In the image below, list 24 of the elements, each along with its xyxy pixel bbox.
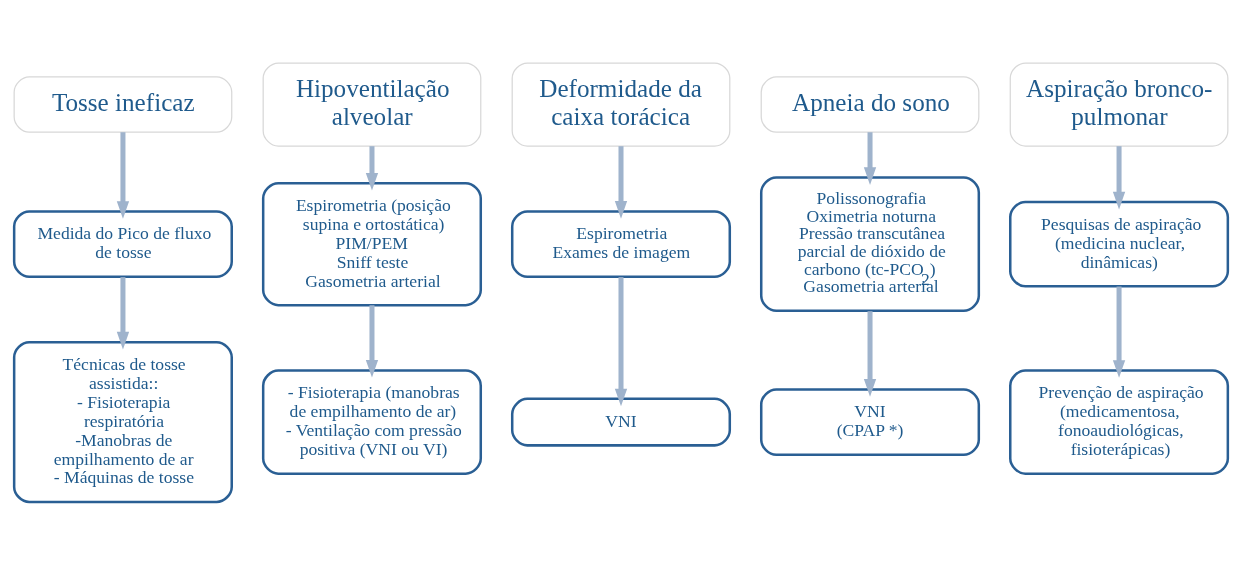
arrow — [1112, 146, 1126, 210]
node-box: Aspiração bronco-pulmonar — [1009, 62, 1229, 147]
arrow — [863, 311, 877, 397]
node-box: Espirometria (posição supina e ortostática) PIM/PEM Sniff teste Gasometria arterial — [261, 181, 483, 307]
arrow — [614, 146, 628, 219]
arrow — [116, 277, 130, 350]
arrow — [365, 305, 379, 378]
node-box: Medida do Pico de fluxo de tosse — [12, 210, 233, 279]
node-box: VNI — [510, 397, 732, 447]
node-box: Espirometria Exames de imagem — [510, 210, 732, 279]
node-box: Hipoventilação alveolar — [262, 62, 482, 147]
node-box: Deformidade da caixa torácica — [511, 62, 731, 147]
node-box: Pesquisas de aspiração (medicina nuclear, dinâmicas) — [1009, 200, 1230, 288]
node-box: - Fisioterapia (manobras de empilhamento de ar) - Ventilação com pressão positiva (VNI ou VI) — [261, 369, 483, 475]
arrow — [116, 132, 130, 219]
node-box: VNI (CPAP *) — [759, 388, 981, 457]
arrow — [365, 146, 379, 191]
arrow — [863, 132, 877, 185]
arrow — [614, 277, 628, 407]
node-box: Prevenção de aspiração (medicamentosa, fonoaudiológicas, fisioterápicas) — [1009, 369, 1230, 475]
node-box: Técnicas de tosse assistida:: - Fisioterapia respiratória -Manobras de empilhamento de ar - Máquinas de tosse — [12, 341, 233, 504]
arrow — [1112, 286, 1126, 378]
node-box: Apneia do sono — [760, 76, 980, 133]
node-box: Tosse ineficaz — [13, 76, 233, 133]
